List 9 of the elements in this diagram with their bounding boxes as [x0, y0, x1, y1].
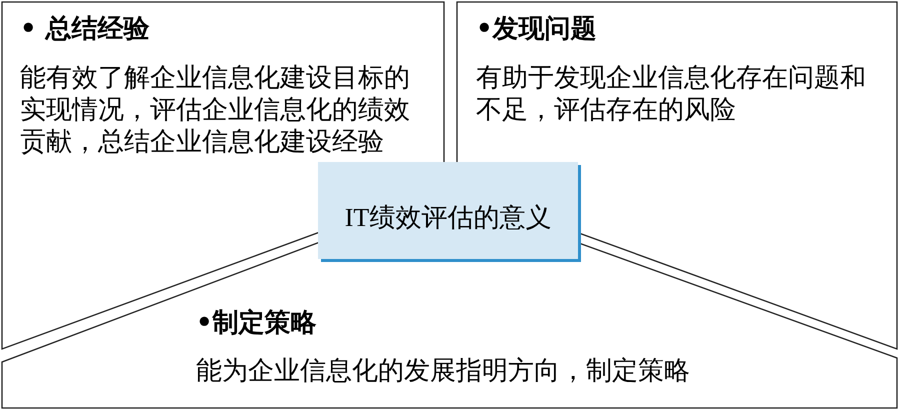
panel-heading: •制定策略 [196, 307, 317, 339]
panel-description: 能为企业信息化的发展指明方向，制定策略 [196, 355, 691, 387]
panel-description: 有助于发现企业信息化存在问题和不足，评估存在的风险 [476, 62, 867, 126]
topic-label: IT绩效评估的意义 [344, 202, 552, 234]
panel-heading: •发现问题 [476, 13, 597, 45]
panel-description: 能有效了解企业信息化建设目标的实现情况，评估企业信息化的绩效贡献，总结企业信息化建设经验 [20, 62, 411, 158]
panel-heading: • 总结经验 [20, 13, 150, 45]
content-panel [2, 242, 897, 408]
topic-box [318, 162, 581, 262]
